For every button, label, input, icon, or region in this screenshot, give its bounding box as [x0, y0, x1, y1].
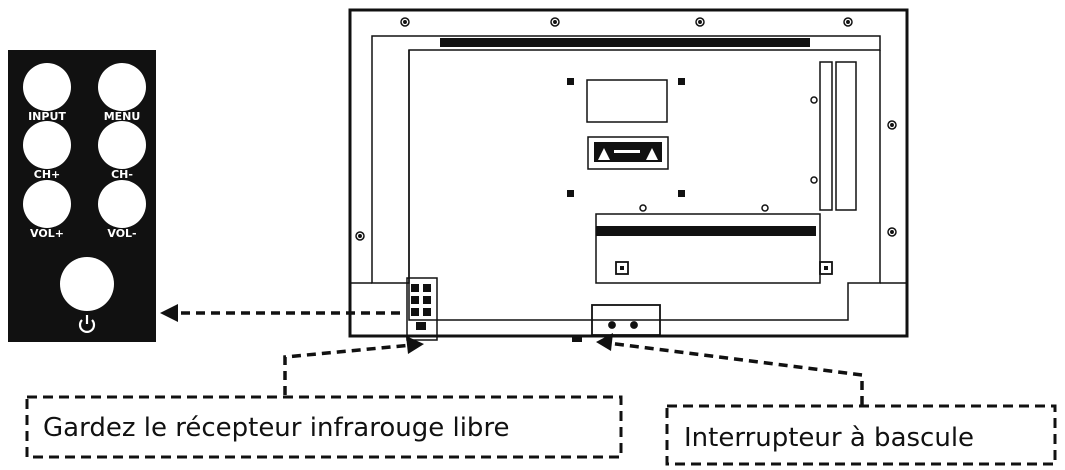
callout-switch-box — [665, 404, 1057, 466]
volume-down-button[interactable] — [98, 180, 146, 228]
vesa-mount-holes — [567, 78, 685, 197]
callout-ir-text: Gardez le récepteur infrarouge libre — [43, 413, 510, 443]
tv-back-panel — [408, 50, 881, 321]
label-plate — [586, 79, 668, 123]
channel-up-button[interactable] — [23, 121, 71, 169]
tv-rear — [348, 8, 909, 342]
arrowhead-switch — [596, 333, 613, 351]
rocker-switch-block — [591, 304, 661, 336]
channel-down-button[interactable] — [98, 121, 146, 169]
rating-sticker — [587, 136, 669, 170]
power-icon — [78, 315, 96, 333]
vent-bar — [440, 38, 810, 47]
callout-switch-text: Interrupteur à bascule — [684, 423, 974, 453]
bottom-connector-area — [595, 204, 833, 284]
volume-up-label: VOL+ — [30, 227, 64, 240]
menu-button[interactable] — [98, 63, 146, 111]
tv-outer-frame — [348, 8, 909, 338]
channel-up-label: CH+ — [34, 168, 61, 181]
arrowheads — [160, 304, 613, 354]
arrow-ir-line — [283, 343, 413, 395]
callout-ir-receiver: Gardez le récepteur infrarouge libre — [25, 395, 623, 459]
menu-button-label: MENU — [104, 110, 141, 123]
side-jacks-panel — [810, 61, 857, 211]
arrowhead-ir — [406, 336, 424, 354]
input-button[interactable] — [23, 63, 71, 111]
channel-down-label: CH- — [111, 168, 133, 181]
volume-down-label: VOL- — [107, 227, 136, 240]
arrows — [175, 311, 864, 405]
top-screws — [355, 17, 897, 241]
arrow-switch-line — [607, 341, 864, 405]
callout-ir-box — [25, 395, 623, 459]
arrowhead-panel — [160, 304, 178, 322]
callout-rocker-switch: Interrupteur à bascule — [665, 404, 1057, 466]
control-panel: INPUT MENU CH+ CH- VOL+ VOL- — [8, 50, 156, 342]
power-button[interactable] — [60, 257, 114, 311]
rocker-switch — [572, 336, 582, 342]
volume-up-button[interactable] — [23, 180, 71, 228]
input-button-label: INPUT — [28, 110, 66, 123]
rear-buttons-block — [406, 277, 438, 341]
